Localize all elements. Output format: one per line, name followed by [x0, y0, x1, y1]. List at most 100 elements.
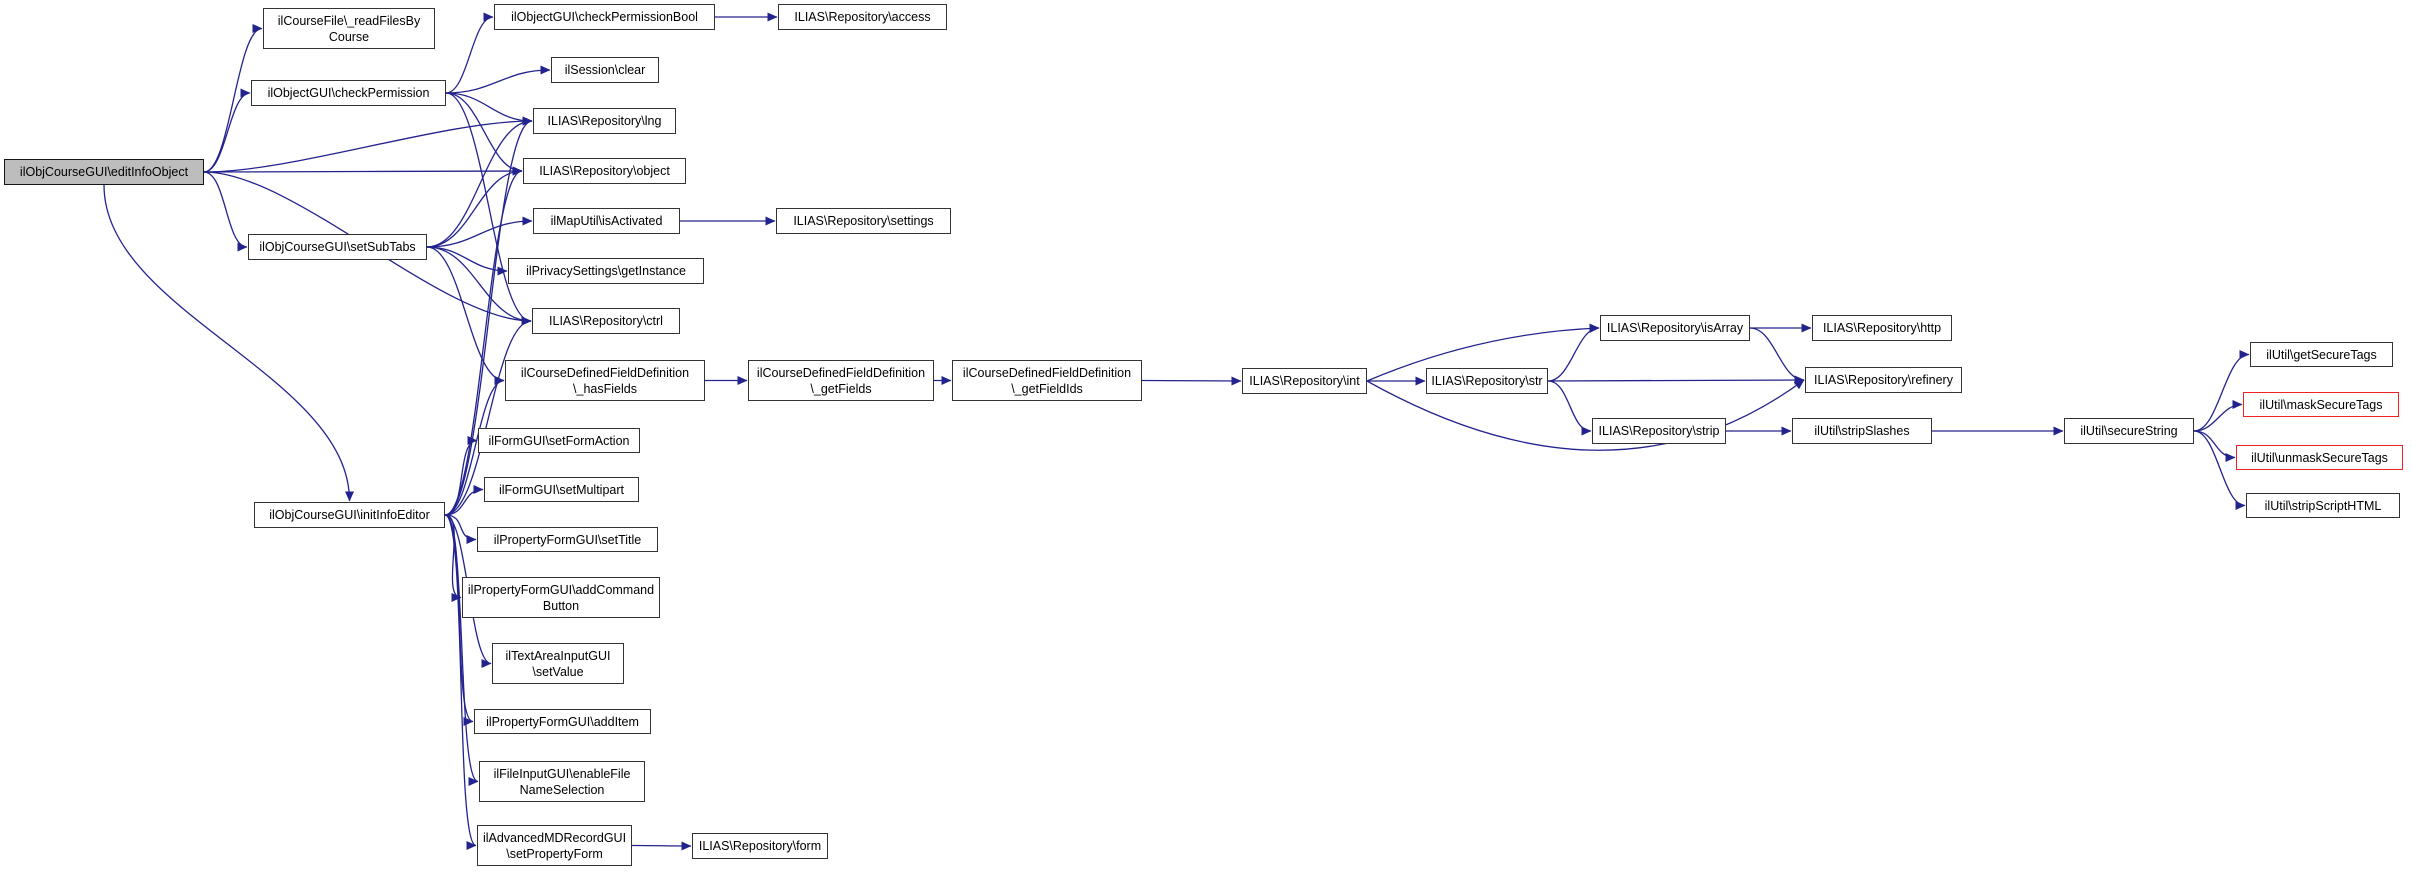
graph-node-setTitle[interactable]: ilPropertyFormGUI\setTitle	[477, 527, 658, 552]
graph-node-http[interactable]: ILIAS\Repository\http	[1812, 315, 1952, 341]
edge-initInfoEditor-to-ctrl	[444, 316, 532, 516]
graph-node-label: ilObjCourseGUI\initInfoEditor	[269, 508, 430, 522]
graph-node-setValue[interactable]: ilTextAreaInputGUI\setValue	[492, 643, 624, 684]
graph-node-label: ilFormGUI\setMultipart	[498, 482, 625, 497]
graph-node-getFieldIds[interactable]: ilCourseDefinedFieldDefinition\_getField…	[952, 360, 1142, 401]
edge-secureString-to-getSecureTags	[2193, 350, 2250, 432]
graph-node-stripSlashes[interactable]: ilUtil\stripSlashes	[1792, 418, 1932, 444]
graph-node-label: ilObjectGUI\checkPermissionBool	[511, 10, 698, 24]
graph-node-label: ILIAS\Repository\ctrl	[549, 314, 663, 328]
graph-node-label: ilUtil\unmaskSecureTags	[2251, 450, 2388, 465]
edge-str-to-isArray	[1547, 323, 1600, 382]
graph-node-label: Button	[542, 598, 580, 613]
edge-str-to-strip	[1547, 380, 1592, 436]
graph-node-checkPermission[interactable]: ilObjectGUI\checkPermission	[251, 80, 446, 106]
graph-node-addItem[interactable]: ilPropertyFormGUI\addItem	[474, 709, 651, 734]
graph-node-getFields[interactable]: ilCourseDefinedFieldDefinition\_getField…	[748, 360, 934, 401]
graph-node-isActivated[interactable]: ilMapUtil\isActivated	[533, 208, 680, 234]
graph-node-label: \setPropertyForm	[506, 846, 603, 861]
edge-checkPermission-to-lng	[445, 92, 533, 126]
graph-node-getInstance[interactable]: ilPrivacySettings\getInstance	[508, 258, 704, 284]
edge-setSubTabs-to-hasFields	[426, 246, 505, 385]
graph-node-label: ilObjectGUI\checkPermission	[267, 86, 430, 100]
edge-isArray-to-refinery	[1749, 327, 1805, 385]
graph-node-label: ILIAS\Repository\isArray	[1606, 321, 1744, 335]
edge-initInfoEditor-to-enableFileNameSelection	[444, 514, 479, 786]
graph-node-initInfoEditor[interactable]: ilObjCourseGUI\initInfoEditor	[254, 502, 445, 528]
graph-node-label: ILIAS\Repository\int	[1249, 374, 1360, 388]
edge-setPropertyForm-to-form	[631, 841, 692, 851]
edge-initInfoEditor-to-setMultipart	[444, 485, 484, 516]
graph-node-label: ilFileInputGUI\enableFile	[493, 766, 631, 781]
edge-int-to-isArray	[1366, 323, 1600, 382]
edge-initInfoEditor-to-setPropertyForm	[444, 514, 477, 850]
graph-node-setPropertyForm[interactable]: ilAdvancedMDRecordGUI\setPropertyForm	[477, 825, 632, 866]
graph-node-label: NameSelection	[519, 782, 605, 797]
graph-node-label: ilPropertyFormGUI\addItem	[486, 714, 639, 729]
graph-node-checkPermissionBool[interactable]: ilObjectGUI\checkPermissionBool	[494, 4, 715, 30]
graph-node-label: ilUtil\stripSlashes	[1814, 424, 1910, 438]
graph-node-label: ilCourseDefinedFieldDefinition	[962, 365, 1132, 380]
graph-node-label: ilMapUtil\isActivated	[550, 214, 663, 228]
edge-editInfoObject-to-object	[203, 166, 523, 176]
graph-node-label: ilObjCourseGUI\setSubTabs	[259, 240, 416, 254]
graph-node-label: ilPrivacySettings\getInstance	[526, 264, 686, 278]
graph-node-access[interactable]: ILIAS\Repository\access	[778, 4, 947, 30]
edge-checkPermission-to-ctrl	[445, 92, 532, 326]
graph-node-isArray[interactable]: ILIAS\Repository\isArray	[1600, 315, 1750, 341]
graph-node-label: ilAdvancedMDRecordGUI	[482, 830, 627, 845]
graph-node-label: ILIAS\Repository\lng	[547, 114, 662, 128]
graph-node-label: ILIAS\Repository\strip	[1598, 424, 1720, 438]
edge-editInfoObject-to-initInfoEditor	[103, 184, 354, 502]
graph-node-label: ILIAS\Repository\refinery	[1814, 373, 1953, 387]
graph-node-ctrl[interactable]: ILIAS\Repository\ctrl	[532, 308, 680, 334]
graph-node-lng[interactable]: ILIAS\Repository\lng	[533, 108, 676, 134]
graph-node-clear[interactable]: ilSession\clear	[551, 57, 659, 83]
graph-node-settings[interactable]: ILIAS\Repository\settings	[776, 208, 951, 234]
edge-initInfoEditor-to-setTitle	[444, 514, 477, 544]
graph-node-label: ilCourseFile\_readFilesBy	[277, 13, 421, 28]
graph-node-label: ilUtil\secureString	[2080, 424, 2178, 438]
edge-secureString-to-stripScriptHTML	[2193, 430, 2246, 510]
graph-node-hasFields[interactable]: ilCourseDefinedFieldDefinition\_hasField…	[505, 360, 705, 401]
graph-node-setFormAction[interactable]: ilFormGUI\setFormAction	[478, 428, 640, 453]
graph-node-label: ilUtil\getSecureTags	[2266, 347, 2377, 362]
graph-node-label: ILIAS\Repository\str	[1431, 374, 1543, 388]
graph-node-label: ILIAS\Repository\form	[698, 839, 822, 853]
graph-node-label: ilTextAreaInputGUI	[505, 648, 611, 663]
graph-node-maskSecureTags[interactable]: ilUtil\maskSecureTags	[2243, 392, 2399, 417]
graph-node-label: ilPropertyFormGUI\setTitle	[493, 532, 642, 547]
graph-node-setMultipart[interactable]: ilFormGUI\setMultipart	[484, 477, 639, 502]
graph-node-label: ilUtil\maskSecureTags	[2259, 397, 2383, 412]
edge-getFieldIds-to-int	[1141, 376, 1242, 386]
graph-node-unmaskSecureTags[interactable]: ilUtil\unmaskSecureTags	[2236, 445, 2403, 470]
graph-node-getSecureTags[interactable]: ilUtil\getSecureTags	[2250, 342, 2393, 367]
graph-node-str[interactable]: ILIAS\Repository\str	[1426, 368, 1548, 394]
graph-node-label: ilSession\clear	[564, 63, 646, 77]
graph-node-stripScriptHTML[interactable]: ilUtil\stripScriptHTML	[2246, 493, 2400, 518]
graph-node-strip[interactable]: ILIAS\Repository\strip	[1592, 418, 1726, 444]
edge-checkPermission-to-clear	[445, 65, 551, 94]
edge-editInfoObject-to-readFilesByCourse	[203, 24, 263, 173]
graph-node-editInfoObject[interactable]: ilObjCourseGUI\editInfoObject	[4, 159, 204, 185]
graph-node-refinery[interactable]: ILIAS\Repository\refinery	[1805, 367, 1962, 393]
graph-node-label: \_getFieldIds	[1011, 381, 1083, 396]
edge-checkPermission-to-checkPermissionBool	[445, 12, 494, 94]
graph-node-label: Course	[328, 29, 370, 44]
graph-node-int[interactable]: ILIAS\Repository\int	[1242, 368, 1367, 394]
graph-node-secureString[interactable]: ilUtil\secureString	[2064, 418, 2194, 444]
graph-node-label: ilCourseDefinedFieldDefinition	[756, 365, 926, 380]
edge-secureString-to-maskSecureTags	[2193, 400, 2243, 432]
graph-node-object[interactable]: ILIAS\Repository\object	[523, 158, 686, 184]
graph-node-label: ILIAS\Repository\settings	[793, 214, 934, 228]
graph-node-form[interactable]: ILIAS\Repository\form	[692, 833, 828, 859]
edge-str-to-refinery	[1547, 375, 1805, 385]
graph-node-label: ILIAS\Repository\http	[1822, 321, 1942, 335]
graph-node-label: ilUtil\stripScriptHTML	[2264, 498, 2382, 513]
graph-node-label: ilObjCourseGUI\editInfoObject	[19, 165, 189, 179]
graph-node-setSubTabs[interactable]: ilObjCourseGUI\setSubTabs	[248, 234, 427, 260]
